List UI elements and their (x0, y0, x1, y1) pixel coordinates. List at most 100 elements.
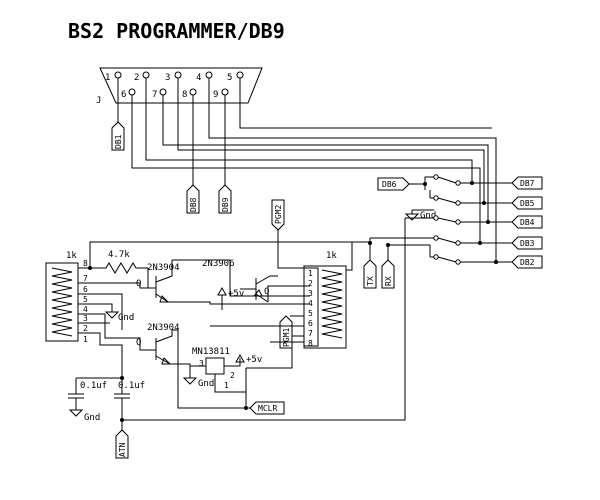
pin-label: 1 (105, 73, 110, 83)
vcc-symbol: +5v (217, 286, 244, 310)
db1-label: DB1 (114, 134, 123, 149)
tx-label: TX (366, 276, 375, 286)
rx-label: RX (384, 276, 393, 286)
rp-pin: 1 (308, 269, 313, 278)
pin-4 (205, 71, 213, 79)
rp-pin: 5 (308, 309, 313, 318)
db3-label: DB3 (520, 239, 535, 248)
db5-label: DB5 (520, 199, 535, 208)
pgm1-tag: PGM1 (279, 315, 293, 349)
rp-pin: 7 (308, 329, 313, 338)
lp-pin: 7 (83, 274, 88, 283)
db9-connector: J 1 2 3 4 5 6 7 8 9 (96, 67, 263, 106)
pin-5 (236, 71, 244, 79)
pin-label: 7 (152, 90, 157, 100)
pin-7 (159, 88, 167, 96)
capacitor-2: 0.1uf (114, 378, 145, 430)
mclr-tag: MCLR (244, 392, 285, 415)
lp-pin: 8 (83, 259, 88, 268)
pin-label: 8 (182, 90, 187, 100)
db5-port: DB5 (511, 196, 543, 210)
atn-label: ATN (118, 442, 127, 457)
pin-3 (174, 71, 182, 79)
vcc-symbol: +5v (235, 353, 262, 365)
mclr-label: MCLR (258, 404, 277, 413)
gnd-label: Gnd (420, 211, 436, 221)
q3-ref: Q (264, 287, 269, 297)
db4-label: DB4 (520, 218, 535, 227)
pin-1 (114, 71, 122, 79)
gnd-label: Gnd (118, 313, 134, 323)
db8-tag: DB8 (186, 184, 200, 214)
connector-wires (117, 78, 497, 262)
pin-label: 2 (134, 73, 139, 83)
q3-part: 2N3906 (202, 259, 235, 269)
lp-pin: 1 (83, 335, 88, 344)
db1-tag: DB1 (111, 121, 125, 151)
right-resistor-pack: 1k 1 2 3 4 5 6 7 8 (303, 251, 347, 349)
db4-port: DB4 (511, 215, 543, 229)
left-resistor-pack: 1k 8 7 6 5 4 3 2 1 (45, 251, 96, 344)
pin-6 (128, 88, 136, 96)
gnd-label: Gnd (84, 413, 100, 423)
ic-pin: 1 (224, 381, 229, 390)
lp-pin: 2 (83, 324, 88, 333)
pin-label: 9 (213, 90, 218, 100)
connector-ref: J (96, 96, 101, 106)
lp-pin: 3 (83, 314, 88, 323)
resistor-4k7: 4.7k (96, 250, 148, 274)
pin-label: 6 (121, 90, 126, 100)
db2-port: DB2 (511, 255, 543, 269)
transistor-q1: 2N3904 Q (136, 259, 310, 305)
q2-part: 2N3904 (147, 323, 180, 333)
lp-pin: 4 (83, 305, 88, 314)
pin-label: 4 (196, 73, 201, 83)
pin-label: 5 (227, 73, 232, 83)
ic-pin: 3 (199, 359, 204, 368)
resistor-value: 4.7k (108, 250, 130, 260)
db7-port: DB7 (511, 176, 543, 190)
atn-tag: ATN (115, 429, 129, 459)
pin-2 (142, 71, 150, 79)
q2-ref: Q (136, 338, 141, 348)
q1-ref: Q (136, 279, 141, 289)
rp-pin: 3 (308, 289, 313, 298)
ic-part: MN13811 (192, 347, 230, 357)
db7-label: DB7 (520, 179, 535, 188)
vcc-label: +5v (246, 355, 262, 365)
db9-tag-label: DB9 (221, 197, 230, 212)
rx-tag: RX (381, 245, 395, 289)
rp-pin: 4 (308, 299, 313, 308)
capacitor-1: 0.1uf Gnd (68, 377, 122, 423)
db9-tag: DB9 (218, 184, 232, 214)
pgm2-tag: PGM2 (271, 199, 310, 269)
pin-label: 3 (165, 73, 170, 83)
ic-pin: 2 (230, 371, 235, 380)
pgm2-label: PGM2 (274, 205, 283, 224)
q1-part: 2N3904 (147, 263, 180, 273)
pin-8 (189, 88, 197, 96)
pin-9 (221, 88, 229, 96)
rp-pin: 8 (308, 339, 313, 348)
db8-label: DB8 (189, 197, 198, 212)
db2-label: DB2 (520, 258, 535, 267)
gnd-symbol: Gnd (96, 303, 134, 323)
db6-label: DB6 (382, 180, 397, 189)
lp-pin: 5 (83, 295, 88, 304)
switch-array: Gnd (122, 174, 512, 421)
left-pack-value: 1k (66, 251, 77, 261)
cap2-value: 0.1uf (118, 381, 145, 391)
vcc-label: +5v (228, 289, 244, 299)
db3-port: DB3 (511, 236, 543, 250)
gnd-symbol: Gnd (182, 372, 214, 389)
rp-pin: 6 (308, 319, 313, 328)
pgm1-label: PGM1 (282, 328, 291, 347)
gnd-label: Gnd (198, 379, 214, 389)
diagram-title: BS2 PROGRAMMER/DB9 (68, 19, 285, 43)
cap1-value: 0.1uf (80, 381, 107, 391)
db6-input: DB6 (377, 177, 425, 191)
right-pack-value: 1k (326, 251, 337, 261)
lp-pin: 6 (83, 285, 88, 294)
transistor-q3: 2N3906 Q (202, 259, 310, 303)
